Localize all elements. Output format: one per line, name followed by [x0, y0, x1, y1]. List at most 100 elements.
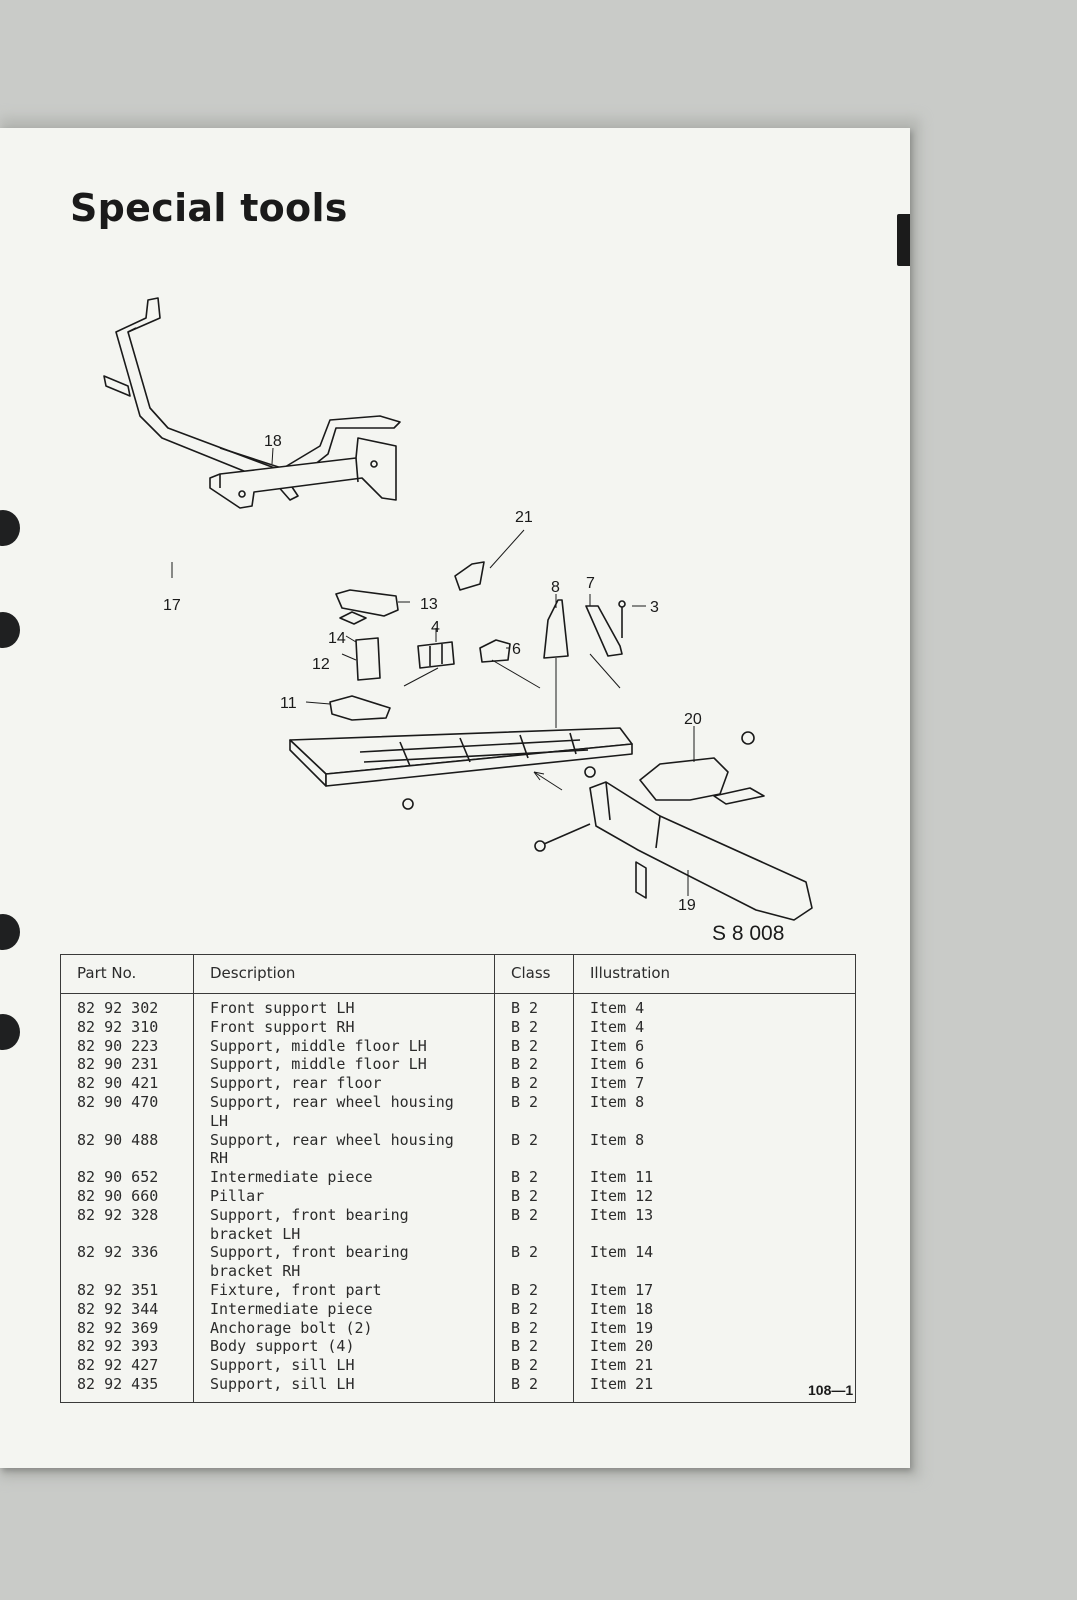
- binder-hole: [0, 914, 20, 950]
- class-cell: B 2: [494, 1318, 574, 1338]
- illustration-cell: Item 8: [573, 1092, 856, 1131]
- description-cell: bracket LH: [193, 1224, 495, 1244]
- header-illustration: Illustration: [573, 954, 856, 994]
- part-no-cell: 82 90 652: [60, 1168, 194, 1187]
- part-no-cell: 82 92 328: [60, 1205, 194, 1225]
- pillar-drawing: [355, 637, 381, 681]
- callout-14: 14: [328, 630, 346, 647]
- rear-wheel-housing-support-drawing: [543, 599, 569, 659]
- bolt-3-drawing: [618, 600, 626, 638]
- exploded-tool-diagram: 18 21 17 8 7 3 13 4 6 14 12 11 20 19 S 8…: [100, 288, 860, 968]
- illustration-cell: Item 4: [573, 993, 856, 1018]
- illustration-cell: Item 6: [573, 1036, 856, 1056]
- class-cell: B 2: [494, 1356, 574, 1375]
- callout-20: 20: [684, 711, 702, 728]
- table-row: bracket RH: [60, 1262, 856, 1281]
- callout-8: 8: [551, 579, 560, 596]
- class-cell: B 2: [494, 1205, 574, 1225]
- part-no-cell: 82 92 435: [60, 1374, 194, 1403]
- figure-code: S 8 008: [712, 922, 784, 945]
- binder-hole: [0, 510, 20, 546]
- callout-12: 12: [312, 656, 330, 673]
- class-cell: B 2: [494, 1074, 574, 1093]
- part-no-cell: [60, 1224, 194, 1244]
- callout-6: 6: [512, 641, 521, 658]
- class-cell: B 2: [494, 1374, 574, 1403]
- illustration-cell: Item 13: [573, 1205, 856, 1225]
- illustration-cell: [573, 1262, 856, 1281]
- front-support-4-drawing: [417, 641, 455, 669]
- illustration-cell: Item 20: [573, 1337, 856, 1357]
- illustration-cell: Item 4: [573, 1017, 856, 1037]
- description-cell: Fixture, front part: [193, 1280, 495, 1300]
- part-no-cell: 82 92 344: [60, 1299, 194, 1319]
- description-cell: Support, middle floor LH: [193, 1055, 495, 1075]
- illustration-cell: Item 18: [573, 1299, 856, 1319]
- binder-hole: [0, 1014, 20, 1050]
- part-no-cell: 82 90 231: [60, 1055, 194, 1075]
- class-cell: B 2: [494, 1243, 574, 1263]
- part-no-cell: 82 92 427: [60, 1356, 194, 1375]
- part-no-cell: 82 92 336: [60, 1243, 194, 1263]
- class-cell: [494, 1262, 574, 1281]
- description-cell: Support, front bearing: [193, 1243, 495, 1263]
- description-cell: Support, middle floor LH: [193, 1036, 495, 1056]
- illustration-cell: Item 17: [573, 1280, 856, 1300]
- part-no-cell: 82 90 488: [60, 1130, 194, 1169]
- illustration-cell: Item 7: [573, 1074, 856, 1093]
- part-no-cell: 82 92 369: [60, 1318, 194, 1338]
- description-cell: Intermediate piece: [193, 1168, 495, 1187]
- page-title: Special tools: [70, 186, 348, 230]
- class-cell: B 2: [494, 1299, 574, 1319]
- description-cell: Support, rear floor: [193, 1074, 495, 1093]
- illustration-cell: [573, 1224, 856, 1244]
- special-tools-table: Part No. Description Class Illustration …: [60, 954, 856, 1403]
- callout-13: 13: [420, 596, 438, 613]
- class-cell: [494, 1224, 574, 1244]
- callout-4: 4: [431, 619, 440, 636]
- illustration-cell: Item 8: [573, 1130, 856, 1169]
- section-thumb-tab: [897, 214, 910, 266]
- header-description: Description: [193, 954, 495, 994]
- part-no-cell: 82 90 421: [60, 1074, 194, 1093]
- class-cell: B 2: [494, 1280, 574, 1300]
- diagram-svg: 18 21 17 8 7 3 13 4 6 14 12 11 20 19 S 8…: [103, 297, 813, 945]
- description-cell: Support, rear wheel housing RH: [193, 1130, 495, 1169]
- binder-hole: [0, 612, 20, 648]
- callout-21: 21: [515, 509, 533, 526]
- illustration-cell: Item 21: [573, 1374, 856, 1403]
- front-fixture-drawing: [103, 297, 401, 501]
- description-cell: Front support RH: [193, 1017, 495, 1037]
- description-cell: Support, sill LH: [193, 1356, 495, 1375]
- part-no-cell: 82 90 660: [60, 1186, 194, 1206]
- description-cell: Body support (4): [193, 1337, 495, 1357]
- sill-support-drawing: [454, 561, 485, 591]
- class-cell: B 2: [494, 1017, 574, 1037]
- description-cell: bracket RH: [193, 1262, 495, 1281]
- class-cell: B 2: [494, 1092, 574, 1131]
- description-cell: Anchorage bolt (2): [193, 1318, 495, 1338]
- description-cell: Front support LH: [193, 993, 495, 1018]
- anchorage-rail-drawing: [589, 781, 813, 921]
- part-no-cell: [60, 1262, 194, 1281]
- illustration-cell: Item 19: [573, 1318, 856, 1338]
- header-class: Class: [494, 954, 574, 994]
- table-row: bracket LH: [60, 1224, 856, 1244]
- callout-17: 17: [163, 597, 181, 614]
- part-no-cell: 82 92 351: [60, 1280, 194, 1300]
- illustration-cell: Item 6: [573, 1055, 856, 1075]
- description-cell: Support, rear wheel housing LH: [193, 1092, 495, 1131]
- anchorage-bolt-drawing: [534, 823, 591, 852]
